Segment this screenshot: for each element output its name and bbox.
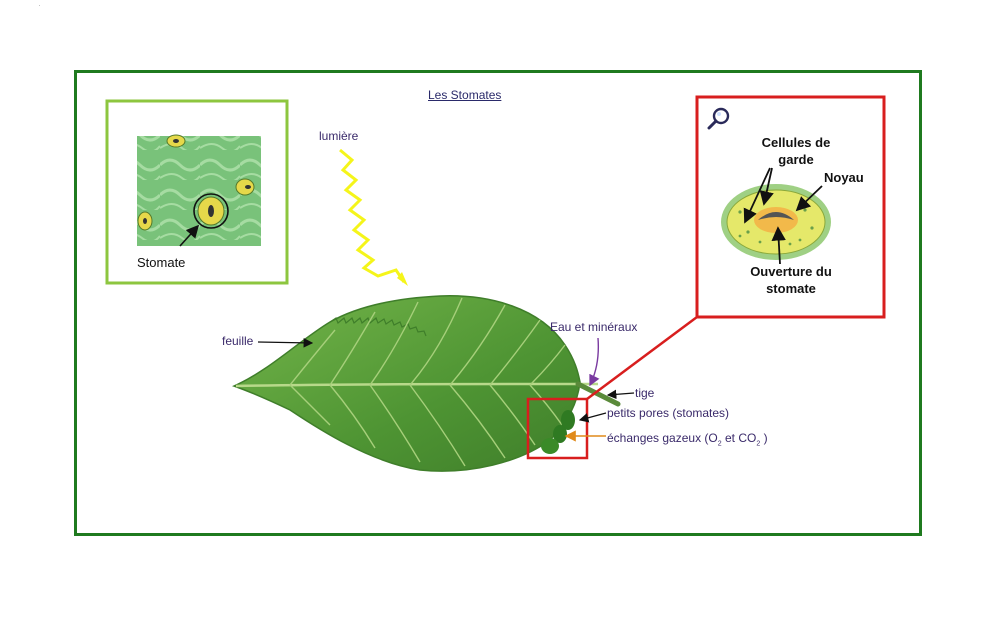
noyau-arrow bbox=[795, 185, 823, 212]
top-mark: · bbox=[38, 0, 41, 10]
lumiere-label: lumière bbox=[319, 129, 359, 143]
left-inset bbox=[105, 99, 289, 285]
feuille-label: feuille bbox=[222, 334, 254, 348]
light-ray-head bbox=[397, 272, 408, 286]
cellules-arrow-right bbox=[759, 167, 774, 206]
stomata-dots bbox=[137, 134, 255, 231]
diagram-frame bbox=[74, 70, 922, 536]
stomate-highlight-circle bbox=[193, 193, 229, 229]
eau-pointer bbox=[589, 337, 600, 387]
noyau-label: Noyau bbox=[824, 170, 864, 185]
cellules-arrow-left bbox=[743, 167, 771, 224]
leaf-stem bbox=[575, 381, 621, 407]
stomate-opening-shape bbox=[758, 212, 794, 220]
echanges-gazeux-label: échanges gazeux (O2 et CO2 ) bbox=[607, 431, 768, 448]
guard-cell-inner bbox=[754, 207, 798, 233]
zoom-connector-line bbox=[586, 315, 698, 401]
eau-mineraux-label: Eau et minéraux bbox=[550, 320, 638, 334]
ouverture-arrow bbox=[771, 226, 786, 265]
pores-pointer bbox=[578, 412, 607, 423]
tige-pointer bbox=[606, 389, 635, 400]
light-ray bbox=[339, 148, 406, 283]
page-title: Les Stomates bbox=[428, 88, 502, 102]
leaf bbox=[231, 295, 621, 472]
tige-label: tige bbox=[635, 386, 655, 400]
stomate-arrow bbox=[179, 224, 200, 247]
pore-bumps bbox=[541, 410, 575, 454]
cellules-de-garde-label: Cellules de garde bbox=[761, 135, 831, 167]
pore-zoom-box bbox=[526, 397, 589, 460]
right-inset bbox=[695, 95, 886, 319]
feuille-pointer bbox=[257, 338, 314, 348]
stomate-label: Stomate bbox=[137, 255, 186, 270]
ouverture-du-stomate-label: Ouverture du stomate bbox=[750, 264, 832, 296]
magnifier-icon bbox=[707, 107, 730, 130]
petits-pores-label: petits pores (stomates) bbox=[607, 406, 730, 420]
